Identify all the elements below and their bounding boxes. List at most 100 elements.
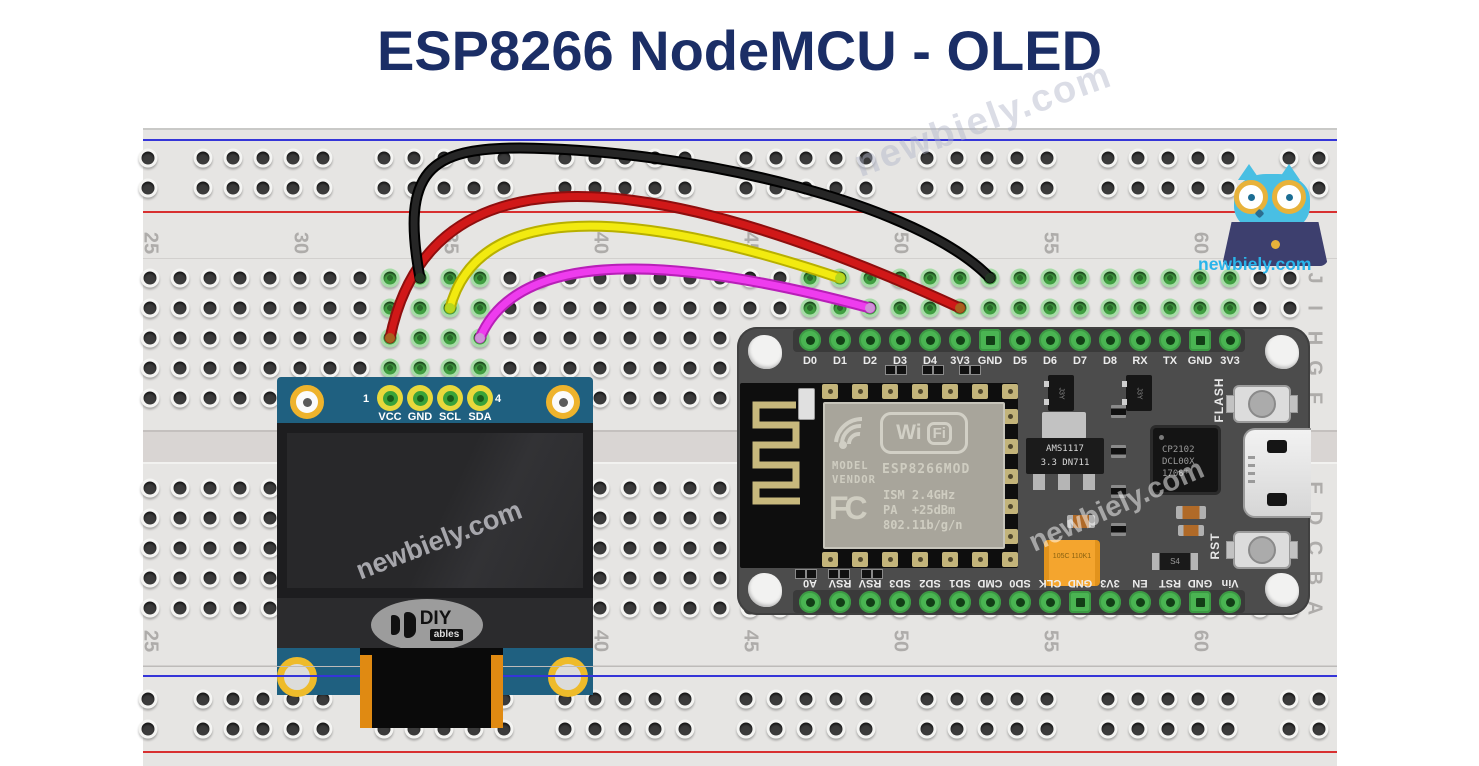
- breadboard-hole: [650, 508, 670, 528]
- breadboard-hole: [620, 538, 640, 558]
- breadboard-hole: [890, 298, 910, 318]
- nodemcu-pin-label: GND: [977, 355, 1003, 367]
- breadboard-hole: [1250, 298, 1270, 318]
- breadboard-hole: [1128, 719, 1148, 739]
- breadboard-hole: [710, 388, 730, 408]
- breadboard-hole: [1160, 268, 1180, 288]
- watermark-oled: newbiely.com: [351, 494, 526, 586]
- breadboard-hole: [374, 148, 394, 168]
- breadboard-hole: [590, 508, 610, 528]
- breadboard-hole: [620, 298, 640, 318]
- nodemcu-pin-label: 3V3: [1220, 355, 1240, 367]
- transistor-smd: J3Y: [1122, 375, 1152, 411]
- oled-mount-hole: [290, 385, 324, 419]
- breadboard-hole: [140, 298, 160, 318]
- breadboard-hole: [796, 719, 816, 739]
- breadboard-hole: [434, 148, 454, 168]
- breadboard-hole: [1190, 298, 1210, 318]
- page-title: ESP8266 NodeMCU - OLED: [376, 19, 1103, 82]
- breadboard-hole: [1309, 719, 1329, 739]
- breadboard-hole: [675, 719, 695, 739]
- mcu-mount-hole: [748, 573, 782, 607]
- breadboard-hole: [680, 358, 700, 378]
- breadboard-hole: [1218, 689, 1238, 709]
- nodemcu-pin-sd1-5: [949, 591, 971, 613]
- breadboard-hole: [253, 178, 273, 198]
- wifi-logo: Wi Fi: [880, 412, 968, 454]
- nodemcu-pin-tx-12: [1159, 329, 1181, 351]
- breadboard-hole: [380, 298, 400, 318]
- breadboard-hole: [950, 268, 970, 288]
- breadboard-hole: [856, 689, 876, 709]
- breadboard-hole: [260, 298, 280, 318]
- breadboard-hole: [860, 298, 880, 318]
- breadboard-hole: [1160, 298, 1180, 318]
- breadboard-hole: [1098, 178, 1118, 198]
- breadboard-label: 30: [289, 231, 312, 255]
- nodemcu-pin-d2-2: [859, 329, 881, 351]
- breadboard-hole: [826, 689, 846, 709]
- breadboard-hole: [1250, 268, 1270, 288]
- breadboard-hole: [856, 178, 876, 198]
- nodemcu-pin-3v3-14: [1219, 329, 1241, 351]
- resistor-smd: [1178, 525, 1204, 536]
- nodemcu-pin-label: D7: [1072, 355, 1088, 367]
- breadboard-label: 25: [139, 231, 162, 255]
- breadboard-hole: [170, 478, 190, 498]
- breadboard-hole: [675, 689, 695, 709]
- breadboard-hole: [140, 358, 160, 378]
- breadboard-hole: [590, 298, 610, 318]
- breadboard-hole: [650, 358, 670, 378]
- breadboard-hole: [464, 148, 484, 168]
- oled-module: newbiely.com DIY ables 1 4 VCC GND SCL S…: [277, 377, 593, 728]
- breadboard-hole: [620, 388, 640, 408]
- breadboard-hole: [260, 268, 280, 288]
- breadboard-hole: [645, 689, 665, 709]
- oled-pin-scl: [437, 385, 463, 411]
- breadboard-hole: [650, 478, 670, 498]
- breadboard-hole: [193, 719, 213, 739]
- breadboard-hole: [615, 178, 635, 198]
- breadboard-hole: [620, 358, 640, 378]
- breadboard-hole: [350, 328, 370, 348]
- breadboard-hole: [494, 178, 514, 198]
- oled-screen: newbiely.com: [287, 433, 583, 588]
- diyables-logo-text: DIY: [419, 608, 452, 629]
- breadboard-hole: [138, 719, 158, 739]
- breadboard-hole: [830, 298, 850, 318]
- breadboard-hole: [796, 178, 816, 198]
- breadboard-hole: [283, 178, 303, 198]
- breadboard-hole: [500, 358, 520, 378]
- breadboard-hole: [645, 719, 665, 739]
- breadboard-hole: [590, 598, 610, 618]
- breadboard-hole: [290, 358, 310, 378]
- breadboard-hole: [1100, 298, 1120, 318]
- breadboard-hole: [590, 478, 610, 498]
- breadboard-hole: [1158, 689, 1178, 709]
- breadboard-hole: [193, 148, 213, 168]
- nodemcu-pin-label: D8: [1102, 355, 1118, 367]
- breadboard-hole: [1220, 268, 1240, 288]
- breadboard-hole: [464, 178, 484, 198]
- wifi-arcs-icon: [834, 416, 863, 449]
- breadboard-hole: [770, 298, 790, 318]
- breadboard-hole: [1218, 148, 1238, 168]
- breadboard-hole: [710, 568, 730, 588]
- breadboard-hole: [1100, 268, 1120, 288]
- esp-module-name: ESP8266MOD: [882, 462, 971, 477]
- breadboard-hole: [650, 598, 670, 618]
- nodemcu-pin-d8-10: [1099, 329, 1121, 351]
- breadboard-hole: [1040, 268, 1060, 288]
- breadboard-hole: [680, 298, 700, 318]
- breadboard-hole: [980, 268, 1000, 288]
- breadboard-hole: [1309, 148, 1329, 168]
- breadboard-hole: [1158, 719, 1178, 739]
- breadboard-hole: [313, 148, 333, 168]
- breadboard-hole: [260, 358, 280, 378]
- breadboard-hole: [1279, 689, 1299, 709]
- breadboard-hole: [585, 719, 605, 739]
- breadboard-hole: [140, 568, 160, 588]
- oled-mount-ring: [548, 657, 588, 697]
- rail-line-red-top: [143, 211, 1337, 213]
- breadboard-hole: [555, 148, 575, 168]
